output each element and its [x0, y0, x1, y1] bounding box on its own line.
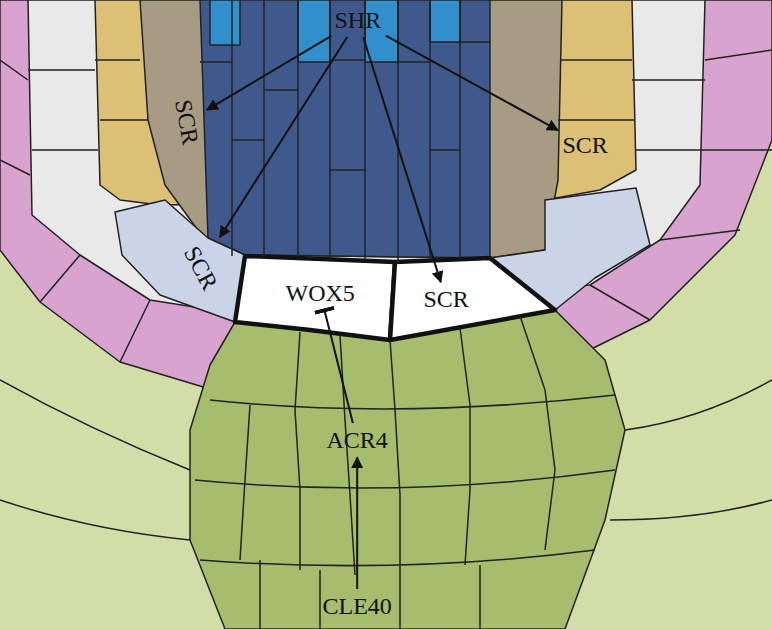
- activation-arrow: [363, 37, 441, 282]
- endodermis-band: [140, 0, 562, 258]
- gene-label: SCR: [422, 285, 471, 313]
- activation-arrow: [386, 36, 558, 131]
- gene-name: CLE40: [321, 592, 394, 620]
- activation-arrow: [220, 37, 347, 237]
- xylem-cell: [430, 0, 460, 42]
- inhibition-line: [324, 310, 352, 423]
- gene-label: ACR4: [325, 426, 390, 454]
- activation-arrow: [356, 457, 358, 589]
- stele: [200, 0, 490, 258]
- gene-name: SHR: [333, 6, 384, 34]
- initial-cell: [115, 200, 245, 322]
- gene-label: SCR: [168, 95, 205, 149]
- xylem-cell: [210, 0, 240, 45]
- gene-name: SCR: [422, 285, 471, 313]
- gene-label: WOX5: [284, 279, 357, 307]
- gene-name: SCR: [176, 240, 224, 297]
- activation-arrow: [207, 36, 331, 110]
- gene-label: SCR: [176, 240, 224, 297]
- columella: [190, 310, 625, 629]
- gene-label: SCR: [561, 131, 610, 159]
- quiescent-center-cell: [235, 256, 395, 340]
- gene-label: SHR: [333, 6, 384, 34]
- quiescent-center-cell: [390, 258, 555, 340]
- gene-name: SCR: [561, 131, 610, 159]
- gene-label: CLE40: [321, 592, 394, 620]
- gene-name: ACR4: [325, 426, 390, 454]
- gene-name: SCR: [168, 95, 205, 149]
- epidermis-region: [0, 0, 772, 392]
- gene-name: WOX5: [284, 279, 357, 307]
